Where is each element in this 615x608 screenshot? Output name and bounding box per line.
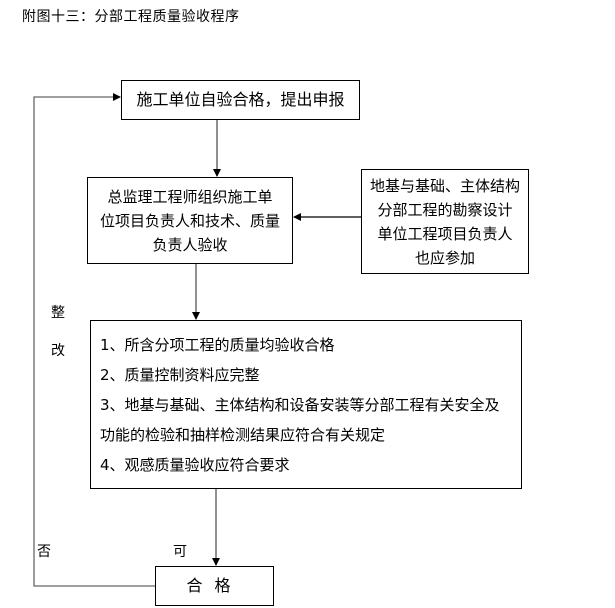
criteria-item: 2、质量控制资料应完整 bbox=[100, 365, 260, 384]
label-rectify-1: 整 bbox=[51, 305, 65, 321]
node-text: 施工单位自验合格，提出申报 bbox=[136, 90, 345, 109]
node-text: 合格 bbox=[186, 576, 243, 595]
diagram-title: 附图十三：分部工程质量验收程序 bbox=[22, 9, 240, 25]
label-no: 否 bbox=[37, 544, 51, 560]
node-text: 也应参加 bbox=[414, 248, 475, 267]
label-rectify-2: 改 bbox=[51, 343, 65, 359]
criteria-item: 功能的检验和抽样检测结果应符合有关规定 bbox=[100, 425, 386, 444]
node-text: 分部工程的勘察设计 bbox=[377, 200, 513, 219]
node-text: 单位工程项目负责人 bbox=[377, 224, 513, 243]
node-text: 地基与基础、主体结构 bbox=[369, 176, 520, 195]
criteria-item: 4、观感质量验收应符合要求 bbox=[100, 455, 290, 474]
criteria-item: 1、所含分项工程的质量均验收合格 bbox=[100, 335, 335, 354]
node-criteria: 1、所含分项工程的质量均验收合格 2、质量控制资料应完整 3、地基与基础、主体结… bbox=[90, 320, 522, 489]
node-start: 施工单位自验合格，提出申报 bbox=[121, 80, 360, 120]
node-text: 负责人验收 bbox=[152, 235, 228, 254]
label-yes: 可 bbox=[173, 544, 187, 560]
node-result: 合格 bbox=[155, 566, 274, 606]
criteria-item: 3、地基与基础、主体结构和设备安装等分部工程有关安全及 bbox=[100, 395, 500, 414]
node-inspection: 总监理工程师组织施工单 位项目负责人和技术、质量 负责人验收 bbox=[87, 177, 293, 264]
node-participants: 地基与基础、主体结构 分部工程的勘察设计 单位工程项目负责人 也应参加 bbox=[361, 169, 529, 274]
node-text: 位项目负责人和技术、质量 bbox=[99, 211, 280, 230]
node-text: 总监理工程师组织施工单 bbox=[107, 187, 273, 206]
loop-back-arrow bbox=[33, 93, 155, 587]
